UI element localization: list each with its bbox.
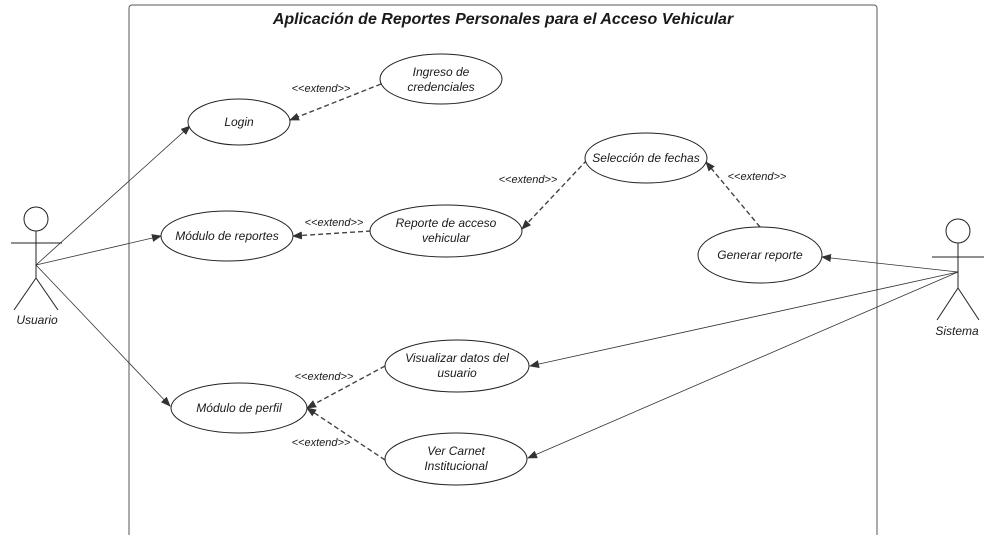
use-case-seleccion-fechas[interactable]: Selección de fechas (584, 132, 708, 184)
extend-reporte-to-modulo-reportes (292, 230, 372, 240)
extend-label-visualizar: <<extend>> (295, 371, 354, 383)
extend-label-carnet: <<extend>> (292, 437, 351, 449)
use-case-ver-carnet[interactable]: Ver Carnet Institucional (384, 432, 528, 486)
extend-visualizar-to-perfil (306, 365, 386, 409)
association-sistema-visualizar-datos (529, 271, 959, 368)
use-case-label: usuario (437, 366, 477, 380)
use-case-label: Módulo de reportes (175, 229, 278, 243)
use-case-label: Ingreso de (413, 65, 470, 79)
use-case-reporte-acceso-vehicular[interactable]: Reporte de acceso vehicular (369, 204, 523, 258)
actor-label-usuario: Usuario (16, 313, 58, 327)
actor-right-leg (35, 277, 59, 311)
extend-ingreso-to-login (289, 83, 382, 121)
use-case-visualizar-datos[interactable]: Visualizar datos del usuario (384, 339, 530, 393)
extend-seleccion-to-reporte (521, 159, 588, 230)
use-case-label: Visualizar datos del (405, 351, 509, 365)
actor-head (945, 218, 971, 244)
association-usuario-login (35, 125, 191, 266)
actor-right-leg (957, 287, 980, 321)
association-usuario-modulo-perfil (35, 264, 171, 407)
use-case-ingreso-credenciales[interactable]: Ingreso de credenciales (379, 53, 503, 105)
use-case-label: Ver Carnet (427, 444, 485, 458)
use-case-label: Reporte de acceso (396, 216, 497, 230)
actor-label-sistema: Sistema (935, 324, 979, 338)
actor-head (23, 206, 49, 232)
system-title: Aplicación de Reportes Personales para e… (272, 11, 734, 28)
extend-label-login: <<extend>> (292, 83, 351, 95)
use-case-label: vehicular (422, 231, 471, 245)
actor-left-leg (13, 277, 37, 311)
association-sistema-ver-carnet (527, 271, 959, 459)
association-usuario-modulo-reportes (35, 234, 162, 266)
actor-sistema[interactable]: Sistema (932, 218, 984, 338)
extend-carnet-to-perfil (306, 407, 386, 461)
extend-label-reporte: <<extend>> (499, 174, 558, 186)
extend-label-modulo-reportes: <<extend>> (305, 217, 364, 229)
actor-usuario[interactable]: Usuario (11, 206, 62, 327)
system-boundary (128, 4, 878, 535)
association-sistema-generar-reporte (821, 254, 959, 273)
use-case-label: Generar reporte (717, 248, 803, 262)
use-case-label: credenciales (407, 80, 474, 94)
use-case-label: Login (224, 115, 254, 129)
use-case-label: Selección de fechas (592, 151, 699, 165)
extend-generar-to-seleccion (705, 161, 761, 228)
use-case-label: Institucional (424, 459, 488, 473)
use-case-modulo-perfil[interactable]: Módulo de perfil (170, 382, 308, 434)
actor-left-leg (936, 287, 959, 321)
use-case-modulo-reportes[interactable]: Módulo de reportes (160, 210, 294, 262)
use-case-login[interactable]: Login (187, 98, 291, 146)
extend-label-seleccion: <<extend>> (728, 171, 787, 183)
use-case-label: Módulo de perfil (196, 401, 282, 415)
use-case-generar-reporte[interactable]: Generar reporte (697, 226, 823, 284)
